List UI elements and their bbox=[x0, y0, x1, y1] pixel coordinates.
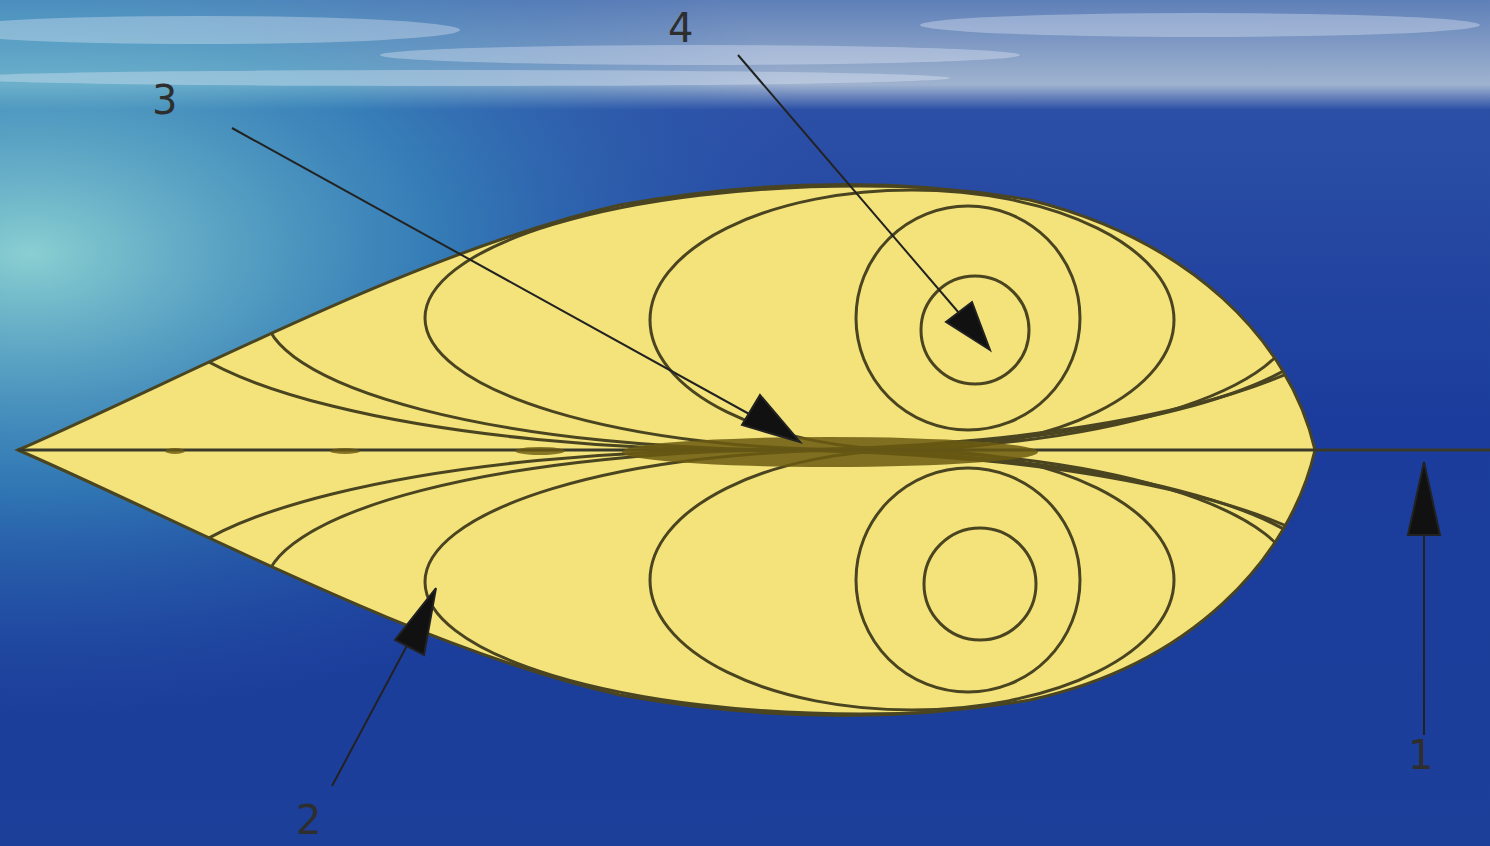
leader-lines bbox=[232, 55, 1440, 786]
wake-zone bbox=[330, 448, 360, 454]
clouds bbox=[0, 13, 1480, 86]
callout-number: 1 bbox=[1408, 735, 1433, 775]
wake-zone bbox=[622, 437, 1038, 467]
callout-number: 4 bbox=[668, 8, 693, 48]
callout-number: 2 bbox=[296, 800, 321, 840]
wake-zone bbox=[165, 448, 185, 454]
wake-zone bbox=[515, 447, 565, 455]
callout-number: 3 bbox=[152, 80, 177, 120]
